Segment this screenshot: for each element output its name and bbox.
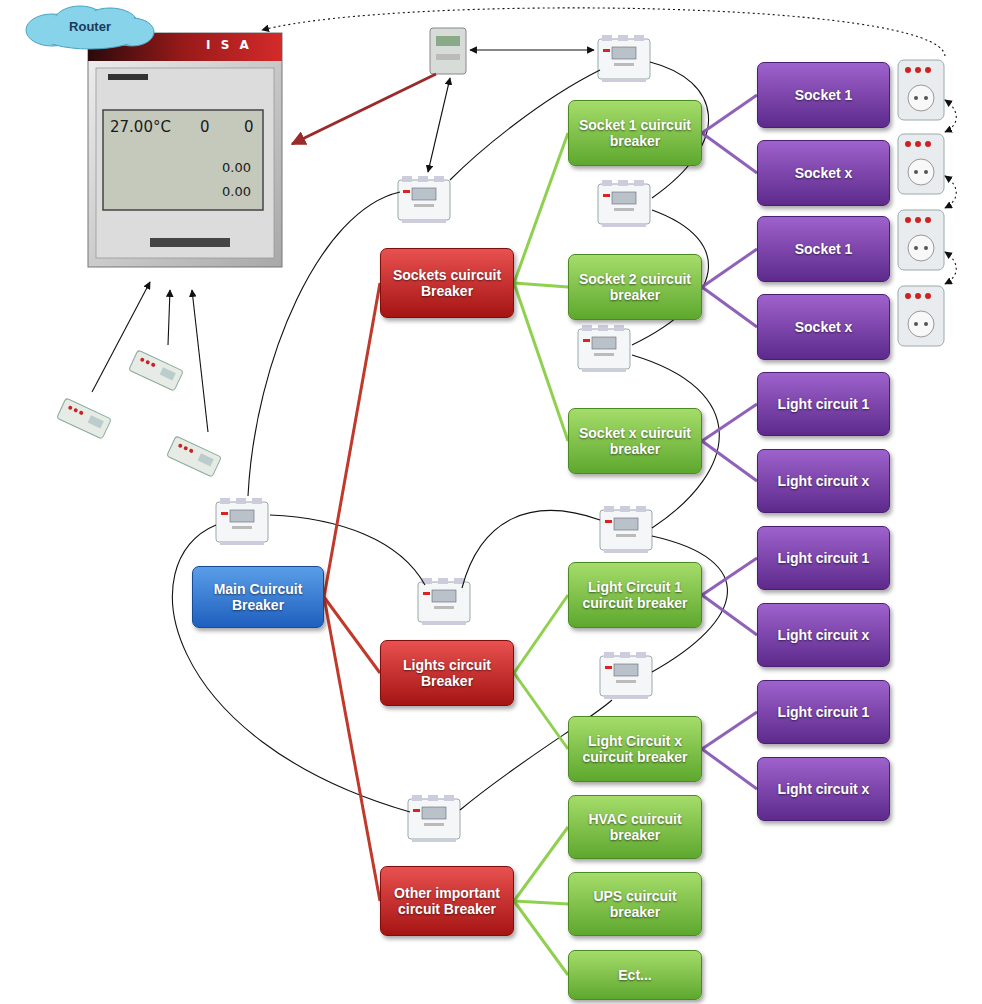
load-circuit-box: Light circuit x — [757, 449, 890, 513]
sensor — [129, 350, 184, 391]
connector-line — [514, 283, 568, 287]
connector-line — [702, 712, 757, 749]
group-breaker-box: Sockets cuircuit Breaker — [380, 248, 514, 318]
connector-line — [702, 441, 757, 481]
node-label: Ect... — [613, 967, 656, 983]
display-reading: 0 — [200, 118, 210, 136]
circuit-breaker-box: Socket x cuircuit breaker — [568, 408, 702, 474]
energy-meter — [600, 652, 652, 699]
energy-meter — [578, 325, 630, 372]
router-cloud: Router — [22, 4, 158, 50]
circuit-breaker-box: Socket 1 cuircuit breaker — [568, 100, 702, 166]
load-circuit-box: Socket x — [757, 294, 890, 360]
connector-line — [514, 673, 568, 749]
node-label: Lights circuit Breaker — [381, 657, 513, 689]
connector-line — [324, 283, 380, 597]
energy-meter — [598, 180, 650, 227]
circuit-breaker-box: HVAC cuircuit breaker — [568, 795, 702, 859]
load-circuit-box: Socket x — [757, 140, 890, 206]
connector-line — [702, 95, 757, 133]
data-wires — [64, 8, 956, 812]
node-label: Socket x — [790, 165, 858, 181]
node-label: Socket 1 — [790, 241, 858, 257]
node-label: Other important circuit Breaker — [381, 885, 513, 917]
load-circuit-box: Light circuit x — [757, 603, 890, 667]
group-breaker-box: Other important circuit Breaker — [380, 866, 514, 936]
gateway-module — [430, 28, 466, 74]
node-label: Light Circuit x cuircuit breaker — [569, 733, 701, 765]
group-breaker-box: Lights circuit Breaker — [380, 640, 514, 706]
node-label: Router — [64, 20, 116, 35]
node-label: UPS cuircuit breaker — [569, 888, 701, 920]
energy-meter — [408, 795, 460, 842]
load-circuit-box: Light circuit 1 — [757, 680, 890, 744]
connector-line — [702, 133, 757, 173]
load-circuit-box: Light circuit x — [757, 757, 890, 821]
energy-meter — [398, 176, 450, 223]
connector-line — [702, 558, 757, 595]
connector-line — [702, 249, 757, 287]
brand-text: I S A — [206, 38, 252, 52]
wireless-arrow — [292, 74, 436, 144]
smart-plug — [898, 210, 944, 270]
connector-line — [702, 749, 757, 789]
node-label: Sockets cuircuit Breaker — [381, 267, 513, 299]
circuit-breaker-box: UPS cuircuit breaker — [568, 872, 702, 936]
node-label: Light circuit 1 — [773, 396, 875, 412]
node-label: Socket x — [790, 319, 858, 335]
display-reading: 0.00 — [222, 160, 251, 175]
node-label: Main Cuircuit Breaker — [193, 581, 323, 613]
connector-line — [702, 595, 757, 635]
node-label: Socket x cuircuit breaker — [569, 425, 701, 457]
display-reading: 0 — [244, 118, 254, 136]
connector-line — [324, 597, 380, 901]
node-label: Light Circuit 1 cuircuit breaker — [569, 579, 701, 611]
smart-plug — [898, 286, 944, 346]
connector-line — [514, 133, 568, 283]
node-label: Light circuit x — [773, 627, 875, 643]
energy-meter — [598, 35, 650, 82]
circuit-breaker-box: Light Circuit x cuircuit breaker — [568, 716, 702, 782]
connector-line — [514, 901, 568, 975]
display-reading: 0.00 — [222, 184, 251, 199]
smart-plug — [898, 134, 944, 194]
node-label: Light circuit x — [773, 781, 875, 797]
connector-line — [702, 287, 757, 327]
connector-line — [514, 595, 568, 673]
main-breaker-box: Main Cuircuit Breaker — [192, 566, 324, 628]
node-label: HVAC cuircuit breaker — [569, 811, 701, 843]
node-label: Socket 2 cuircuit breaker — [569, 271, 701, 303]
circuit-breaker-box: Light Circuit 1 cuircuit breaker — [568, 562, 702, 628]
energy-meter — [600, 506, 652, 553]
load-circuit-box: Light circuit 1 — [757, 372, 890, 436]
display-reading: 27.00°C — [110, 118, 171, 136]
connector-line — [514, 283, 568, 441]
circuit-breaker-box: Socket 2 cuircuit breaker — [568, 254, 702, 320]
smart-plug — [898, 60, 944, 120]
node-label: Socket 1 — [790, 87, 858, 103]
load-circuit-box: Socket 1 — [757, 216, 890, 282]
connector-line — [702, 404, 757, 441]
connector-line — [514, 901, 568, 904]
energy-meter — [216, 498, 268, 545]
energy-display — [88, 33, 282, 267]
sensor — [167, 436, 222, 477]
node-label: Socket 1 cuircuit breaker — [569, 117, 701, 149]
node-label: Light circuit 1 — [773, 704, 875, 720]
node-label: Light circuit x — [773, 473, 875, 489]
energy-meter — [418, 578, 470, 625]
load-circuit-box: Socket 1 — [757, 62, 890, 128]
load-circuit-box: Light circuit 1 — [757, 526, 890, 590]
connector-line — [514, 827, 568, 901]
sensor — [57, 398, 112, 439]
node-label: Light circuit 1 — [773, 550, 875, 566]
circuit-breaker-box: Ect... — [568, 950, 702, 1000]
